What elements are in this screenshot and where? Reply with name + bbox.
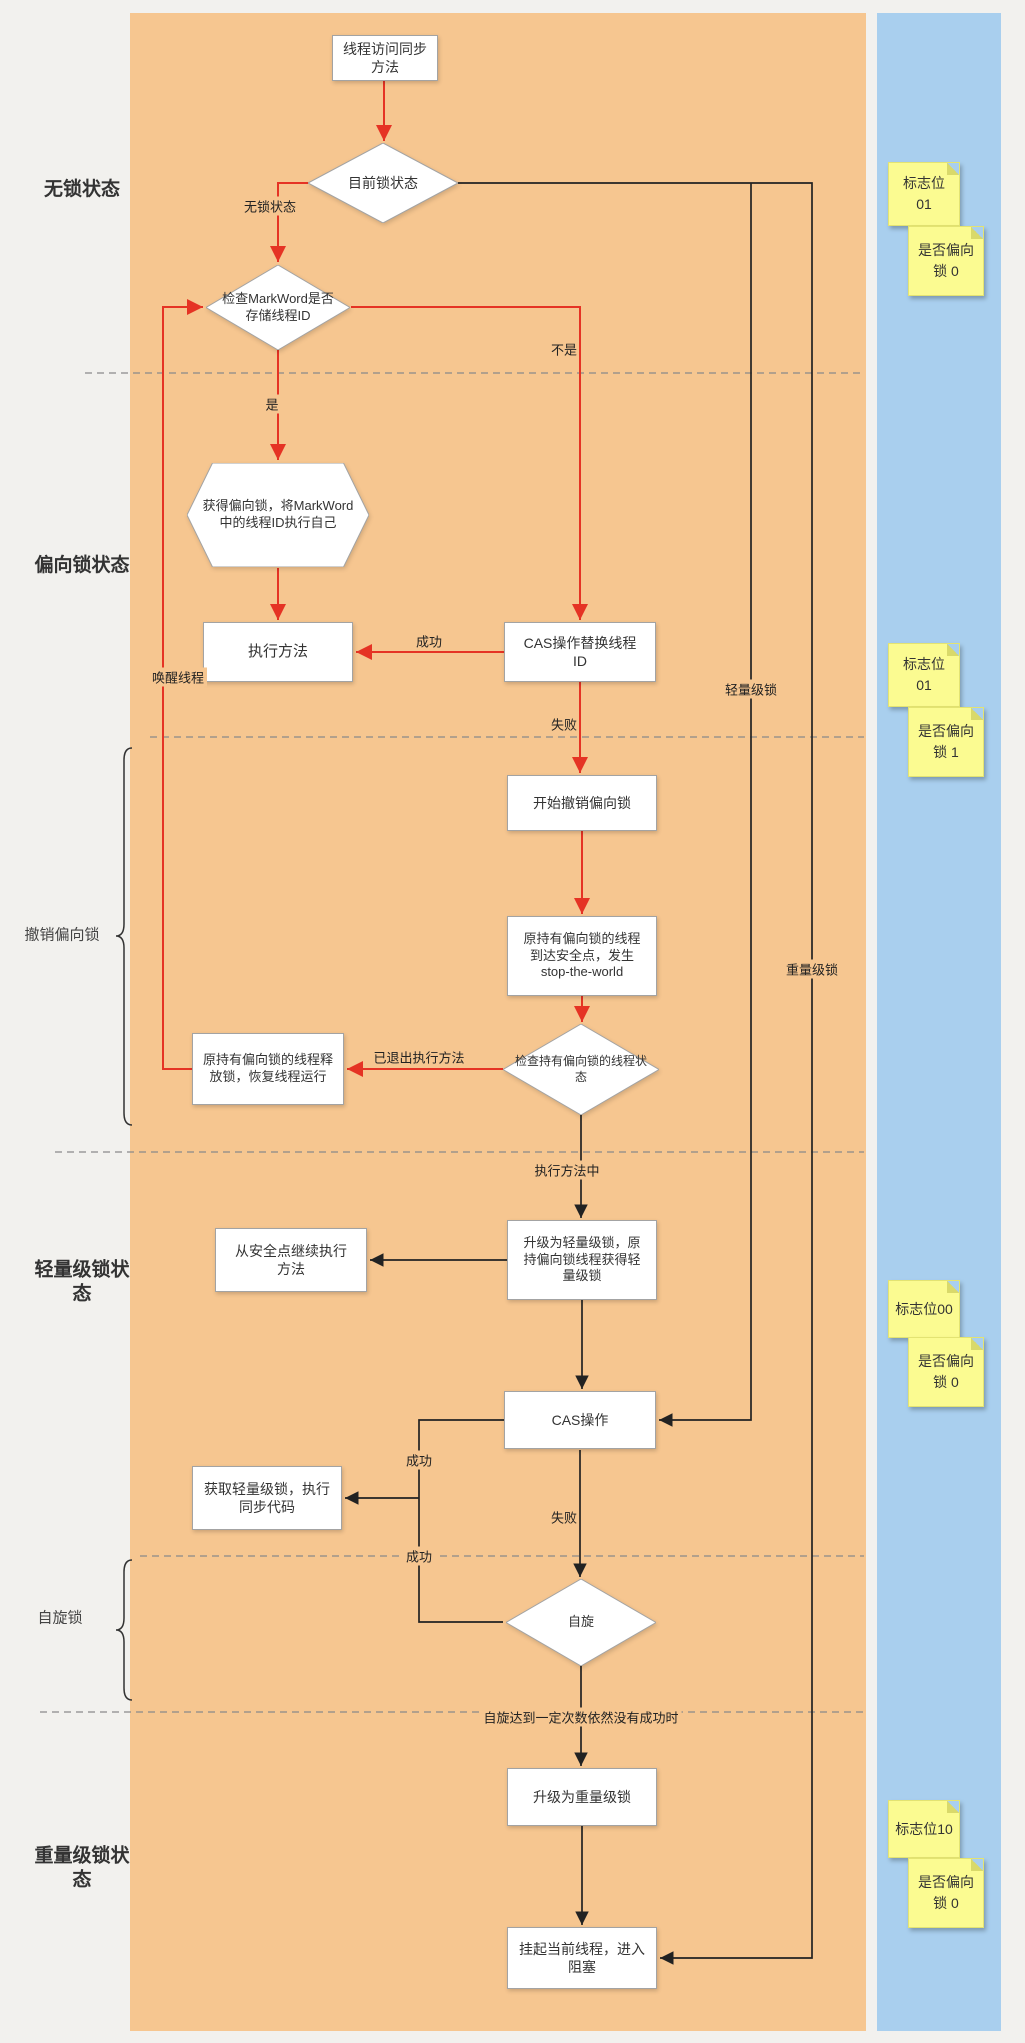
note-fold-icon (971, 227, 983, 239)
sticky-note-flag-00: 标志位00 (888, 1280, 960, 1338)
node-acquire-lightweight: 获取轻量级锁，执行同步代码 (192, 1466, 342, 1530)
node-release-lock-resume: 原持有偏向锁的线程释放锁，恢复线程运行 (192, 1033, 344, 1105)
edge-label-no-lock: 无锁状态 (240, 196, 300, 216)
node-current-lock-state: 目前锁状态 (308, 143, 458, 223)
diamond-shape (206, 265, 350, 350)
edge-label-not: 不是 (550, 342, 578, 358)
edge-label-spin-limit: 自旋达到一定次数依然没有成功时 (480, 1707, 682, 1727)
note-fold-icon (947, 1281, 959, 1293)
sticky-note-flag-01-a: 标志位 01 (888, 162, 960, 226)
note-fold-icon (947, 163, 959, 175)
edge-label-yes: 是 (262, 394, 282, 414)
sticky-note-flag-01-b: 标志位 01 (888, 643, 960, 707)
node-start-revoke-biased: 开始撤销偏向锁 (507, 775, 657, 831)
edge-label-wake-thread: 唤醒线程 (148, 667, 208, 687)
edge-label-success-cas-replace: 成功 (415, 634, 443, 650)
edge-label-executing-method: 执行方法中 (531, 1160, 603, 1180)
node-thread-access: 线程访问同步方法 (332, 35, 438, 81)
state-label-revoke-biased: 撤销偏向锁 (24, 926, 100, 944)
node-check-thread-state: 检查持有偏向锁的线程状态 (503, 1024, 659, 1115)
node-check-markword: 检查MarkWord是否存储线程ID (206, 265, 350, 350)
note-fold-icon (971, 1859, 983, 1871)
sticky-note-biased-0-c: 是否偏向 锁 0 (908, 1858, 984, 1928)
state-label-lightweight: 轻量级锁状态 (34, 1259, 130, 1304)
edge-label-success-spin: 成功 (402, 1546, 436, 1566)
sticky-note-biased-0-a: 是否偏向 锁 0 (908, 226, 984, 296)
state-label-spin: 自旋锁 (37, 1609, 83, 1627)
note-fold-icon (947, 644, 959, 656)
sticky-note-biased-0-b: 是否偏向 锁 0 (908, 1337, 984, 1407)
edge-label-fail-cas: 失败 (550, 1510, 578, 1526)
state-label-biased: 偏向锁状态 (34, 555, 130, 577)
flag-notes-panel (877, 13, 1001, 2031)
state-label-heavyweight: 重量级锁状态 (34, 1845, 130, 1890)
note-fold-icon (971, 708, 983, 720)
sticky-note-flag-10: 标志位10 (888, 1800, 960, 1858)
node-suspend-thread: 挂起当前线程，进入阻塞 (507, 1927, 657, 1989)
node-acquire-biased-lock: 获得偏向锁，将MarkWord中的线程ID执行自己 (187, 463, 369, 567)
node-cas-operation: CAS操作 (504, 1391, 656, 1449)
edge-label-fail-cas-replace: 失败 (550, 717, 578, 733)
node-execute-method: 执行方法 (203, 622, 353, 682)
note-fold-icon (947, 1801, 959, 1813)
edge-label-lightweight: 轻量级锁 (721, 679, 781, 699)
edge-label-success-cas: 成功 (402, 1450, 436, 1470)
node-spin: 自旋 (506, 1579, 656, 1666)
node-upgrade-lightweight: 升级为轻量级锁，原持偏向锁线程获得轻量级锁 (507, 1220, 657, 1300)
node-upgrade-heavyweight: 升级为重量级锁 (507, 1768, 657, 1826)
edge-label-exited-method: 已退出执行方法 (373, 1050, 465, 1066)
diamond-shape (308, 143, 458, 223)
hexagon-shape (187, 463, 369, 567)
state-label-no-lock: 无锁状态 (43, 179, 121, 201)
node-stop-the-world: 原持有偏向锁的线程到达安全点，发生stop-the-world (507, 916, 657, 996)
note-fold-icon (971, 1338, 983, 1350)
sticky-note-biased-1: 是否偏向 锁 1 (908, 707, 984, 777)
edge-label-heavyweight: 重量级锁 (782, 959, 842, 979)
node-cas-replace-tid: CAS操作替换线程ID (504, 622, 656, 682)
node-continue-from-safepoint: 从安全点继续执行方法 (215, 1228, 367, 1292)
